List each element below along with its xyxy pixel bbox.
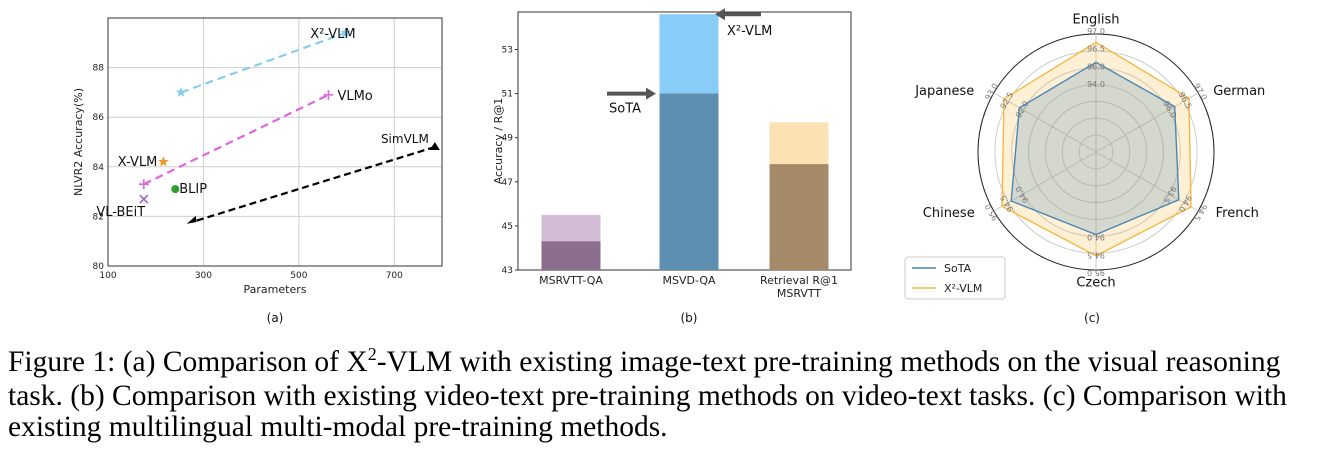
x-tick-label: 700 [386, 271, 403, 281]
trend-line [192, 145, 436, 223]
radar-axis-label: Chinese [923, 206, 975, 221]
legend-label: X²-VLM [944, 282, 982, 295]
radar-tick-label: 94.0 [1087, 233, 1105, 242]
caption-rest: -VLM with existing image-text pre-traini… [8, 346, 1287, 443]
trend-line [143, 93, 329, 186]
trend-line [180, 31, 346, 94]
bar-sota [541, 241, 601, 270]
series-label: VLMo [337, 89, 372, 104]
radar-tick-label: 96.5 [1087, 45, 1105, 54]
y-tick-label: 49 [502, 134, 514, 144]
y-tick-label: 80 [93, 262, 105, 272]
bar-sota [659, 93, 719, 270]
data-point [340, 27, 351, 38]
caption-superscript: 2 [367, 344, 377, 364]
radar-tick-label: 96.0 [1087, 62, 1105, 71]
radar-tick-label: 94.0 [1087, 80, 1105, 89]
series-simvlm: SimVLM [186, 132, 440, 224]
data-point [139, 194, 149, 204]
series-label: VL-BEiT [96, 205, 145, 220]
radar-axis-label: English [1073, 12, 1120, 27]
figure-caption: Figure 1: (a) Comparison of X2-VLM with … [8, 344, 1338, 443]
caption-lead: Figure 1: (a) Comparison of X [8, 346, 368, 378]
series-vl-beit: VL-BEiT [96, 194, 149, 220]
radar-spoke [1095, 151, 1199, 212]
series-vlmo: VLMo [138, 89, 373, 190]
x-axis-label: Parameters [244, 283, 307, 296]
data-point [175, 86, 187, 97]
arrow-head [186, 215, 197, 224]
x-tick-label: 100 [99, 271, 116, 281]
data-point [158, 156, 169, 167]
radar-polygon-x-vlm [1001, 41, 1192, 257]
legend: SoTA X²-VLM [904, 256, 1006, 300]
data-point [429, 141, 440, 150]
annotation-label: X²-VLM [727, 24, 772, 39]
annotation-arrow-head [715, 8, 725, 21]
radar-axis-label: Japanese [914, 84, 974, 99]
data-point [323, 89, 334, 100]
radar-tick-label: 97.0 [1087, 27, 1105, 36]
y-tick-label: 53 [502, 45, 513, 55]
radar-polygon-sota [1010, 61, 1180, 236]
category-label: MSRVTT [777, 287, 822, 300]
y-tick-label: 82 [93, 212, 104, 222]
radar-spoke [1095, 92, 1199, 153]
plot-frame [107, 17, 443, 267]
radar-spoke [993, 92, 1097, 153]
annotation-label: SoTA [609, 102, 641, 117]
y-tick-label: 88 [93, 64, 105, 74]
radar-tick-label: 94.5 [1087, 250, 1105, 259]
category-label: MSVD-QA [662, 274, 715, 287]
radar-axis-label: French [1216, 206, 1259, 221]
series-label: SimVLM [381, 132, 429, 146]
legend-label: SoTA [944, 262, 972, 275]
category-label: MSRVTT-QA [539, 274, 603, 287]
radar-axis-label: Czech [1076, 276, 1115, 291]
data-point [138, 179, 149, 190]
series-x-vlm: X²-VLM [175, 27, 356, 97]
radar-tick-label: 95.0 [1087, 268, 1105, 277]
panel-label: (c) [1084, 311, 1100, 325]
y-tick-label: 84 [93, 163, 105, 173]
y-tick-label: 51 [502, 90, 513, 100]
radar-tick-label: 95.0 [983, 202, 1000, 222]
series-label: X²-VLM [310, 27, 355, 42]
radar-tick-label: 94.5 [1192, 202, 1209, 222]
y-tick-label: 86 [93, 113, 105, 123]
data-point [171, 185, 180, 194]
series-label: BLIP [179, 182, 207, 197]
panel-label: (b) [681, 311, 698, 325]
y-tick-label: 45 [502, 222, 513, 232]
panel-label: (a) [267, 311, 284, 325]
chart-c: 94.096.096.597.096.096.597.093.594.094.5… [904, 12, 1265, 300]
series-blip: BLIP [171, 182, 207, 197]
radar-axis-label: German [1213, 84, 1265, 99]
y-axis-label: Accuracy / R@1 [492, 98, 505, 185]
series-label: X-VLM [118, 155, 158, 170]
x-tick-label: 500 [290, 271, 307, 281]
bar-sota [769, 164, 829, 270]
radar-tick-label: 97.0 [1192, 82, 1209, 102]
annotation-arrow-head [646, 87, 656, 100]
category-label: Retrieval R@1 [760, 274, 838, 287]
y-tick-label: 43 [502, 266, 513, 276]
y-axis-label: NLVR2 Accuracy(%) [72, 88, 85, 196]
x-tick-label: 300 [195, 271, 212, 281]
radar-tick-label: 93.0 [983, 82, 1000, 102]
y-tick-label: 47 [502, 178, 513, 188]
series-x-vlm: X-VLM [118, 155, 169, 170]
